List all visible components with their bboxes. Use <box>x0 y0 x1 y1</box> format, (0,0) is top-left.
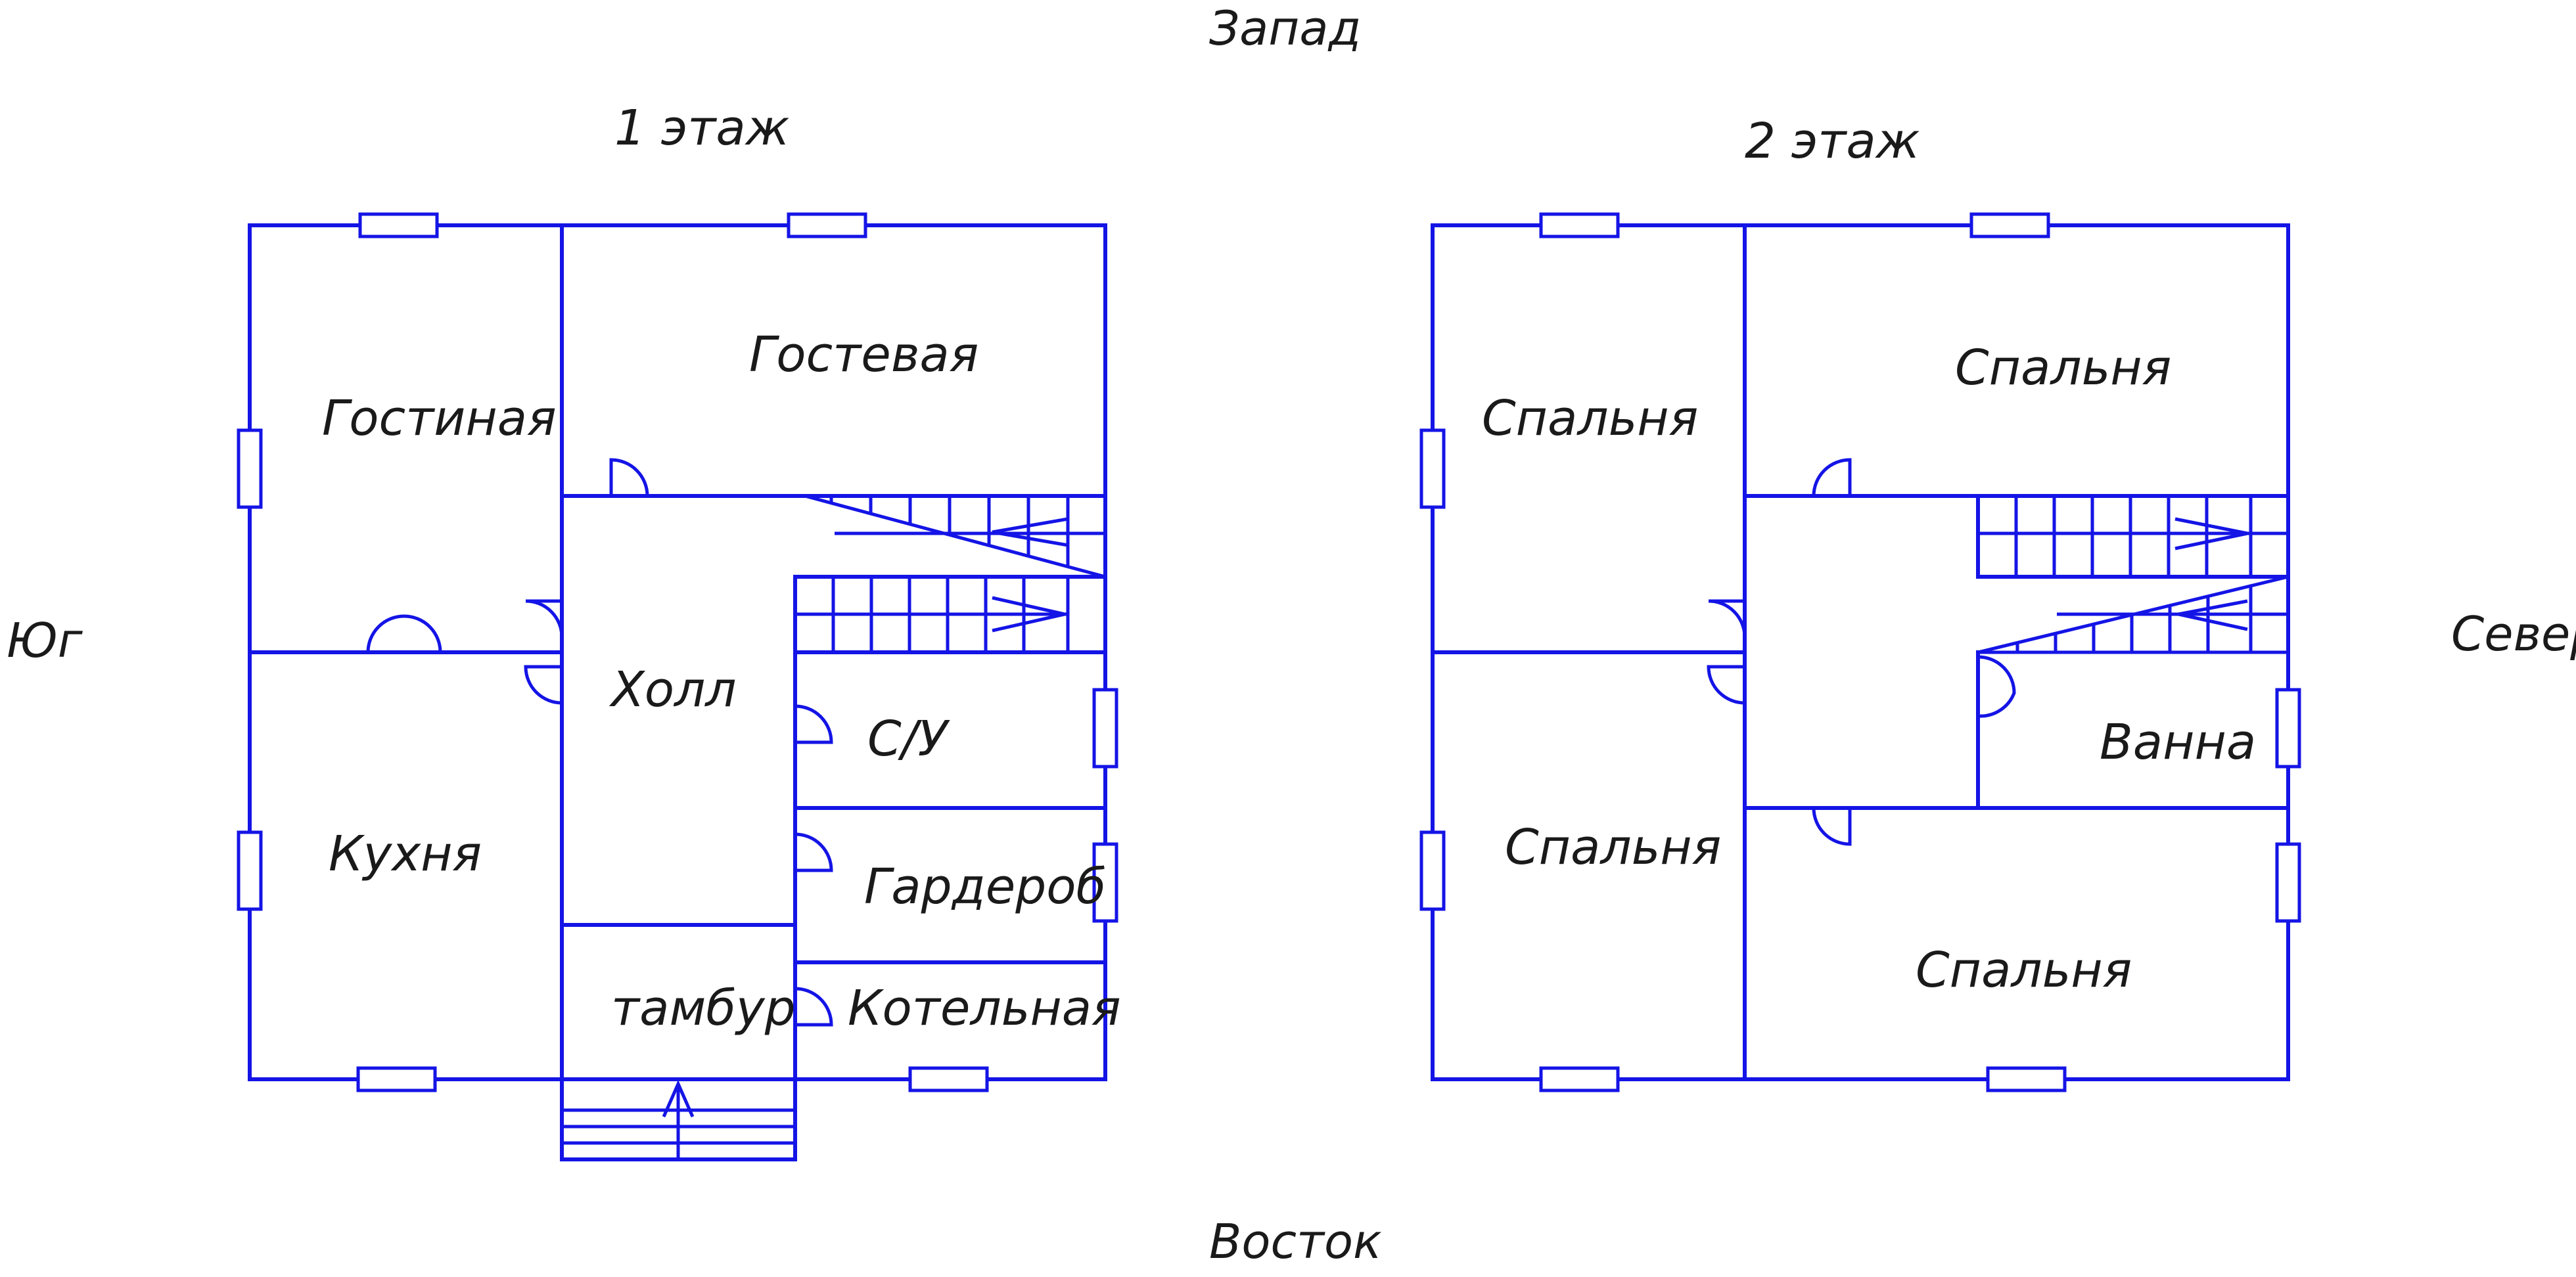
room-label-hall: Холл <box>609 661 737 718</box>
room-label-vestibule: тамбур <box>611 980 796 1037</box>
compass-east-label: Восток <box>1209 1214 1382 1269</box>
entrance-steps <box>562 1079 795 1159</box>
room-label-bedroom-ne: Спальня <box>1955 340 2171 396</box>
window <box>1419 830 1446 911</box>
staircase <box>1977 575 2289 654</box>
window <box>1986 1066 2067 1092</box>
window <box>1539 212 1620 238</box>
room-label-bedroom-sw: Спальня <box>1505 819 1721 876</box>
door-swing <box>794 987 833 1027</box>
window <box>787 212 867 238</box>
window <box>358 212 439 238</box>
compass-west-label: Запад <box>1209 1 1361 56</box>
window <box>1419 428 1446 509</box>
door-swing <box>1707 665 1745 705</box>
staircase <box>795 577 1070 652</box>
compass-north-label: Север <box>2451 606 2576 661</box>
door-swing <box>609 458 649 497</box>
window <box>2275 688 2301 769</box>
staircase <box>1978 496 2288 577</box>
window <box>908 1066 989 1092</box>
floor-2-title: 2 этаж <box>1745 113 1920 169</box>
compass-south-label: Юг <box>7 613 83 668</box>
floor-2-plan: 2 этаж <box>1419 113 2301 1092</box>
window <box>1969 212 2050 238</box>
door-swing <box>1812 807 1852 846</box>
room-label-kitchen: Кухня <box>329 826 482 882</box>
door-swing <box>1977 655 2016 718</box>
window <box>237 428 263 509</box>
window <box>2275 842 2301 923</box>
window <box>356 1066 437 1092</box>
window <box>237 830 263 911</box>
room-label-living: Гостиная <box>322 390 557 447</box>
room-label-bedroom-nw: Спальня <box>1482 390 1698 447</box>
room-label-bathroom: С/У <box>867 711 951 767</box>
door-swing <box>794 704 833 744</box>
door-swing <box>1812 458 1852 497</box>
door-swing <box>794 832 833 872</box>
door-swing <box>366 614 442 653</box>
staircase <box>804 494 1106 579</box>
door-swing <box>525 599 564 638</box>
door-swing <box>524 665 563 705</box>
room-label-wardrobe: Гардероб <box>864 859 1106 915</box>
door-swing <box>1708 599 1747 638</box>
room-label-boiler: Котельная <box>848 980 1121 1037</box>
floor-1-plan: 1 этаж <box>237 100 1121 1161</box>
window <box>1539 1066 1620 1092</box>
room-label-guest: Гостевая <box>749 326 978 383</box>
room-label-bath: Ванна <box>2100 714 2256 771</box>
floor-1-title: 1 этаж <box>614 100 789 156</box>
room-label-bedroom-se: Спальня <box>1916 942 2132 998</box>
window <box>1092 842 1118 923</box>
window <box>1092 688 1118 769</box>
